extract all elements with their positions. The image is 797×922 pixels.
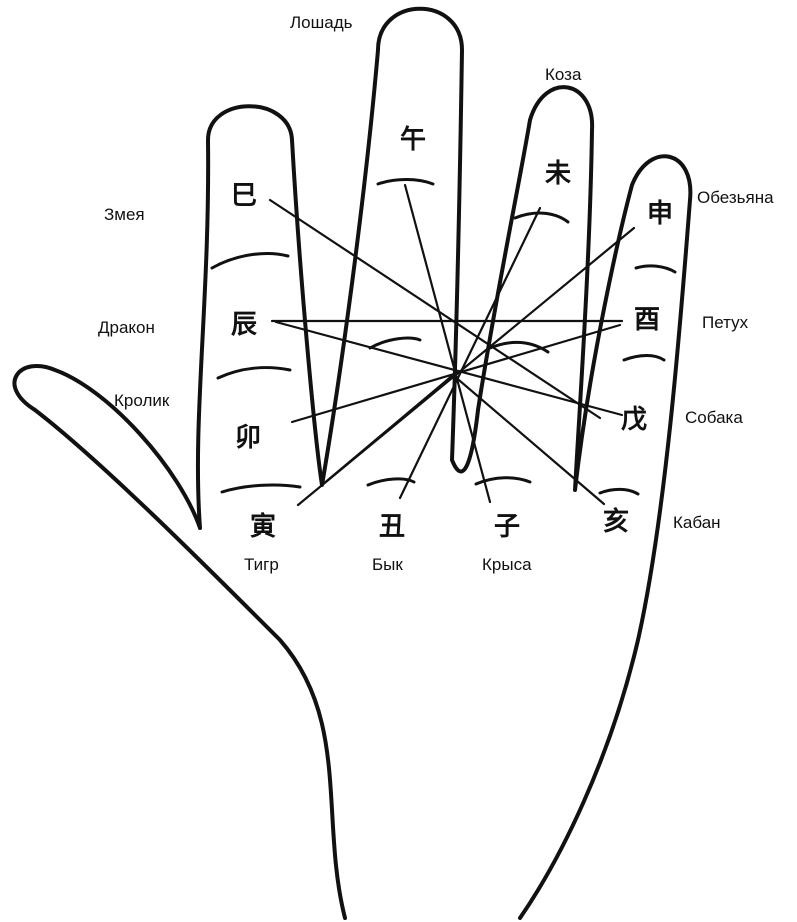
label-dragon: Дракон	[98, 318, 155, 337]
label-snake: Змея	[104, 205, 145, 224]
label-ox: Бык	[372, 555, 403, 574]
hanzi-ox: 丑	[379, 512, 405, 542]
hanzi-boar: 亥	[603, 506, 629, 537]
label-horse: Лошадь	[290, 13, 353, 32]
label-boar: Кабан	[673, 513, 721, 532]
hanzi-rabbit: 卯	[235, 423, 261, 453]
hanzi-dragon: 辰	[231, 310, 257, 340]
label-rooster: Петух	[702, 313, 749, 332]
crease-little-3	[600, 489, 638, 494]
hand-outline	[15, 9, 691, 918]
crease-little-2	[624, 356, 664, 361]
crease-index-3	[222, 485, 300, 492]
hanzi-monkey: 申	[647, 199, 673, 229]
crease-middle-2	[370, 338, 420, 348]
hanzi-rooster: 酉	[634, 305, 660, 335]
crease-ring-1	[515, 213, 568, 222]
crease-middle-1	[378, 180, 433, 185]
line-horse-rat	[405, 185, 490, 502]
line-snake-dog	[270, 200, 600, 418]
hanzi-tiger: 寅	[250, 511, 276, 542]
hanzi-dog: 戊	[621, 405, 647, 435]
label-rabbit: Кролик	[114, 391, 170, 410]
crease-little-1	[636, 266, 675, 272]
hanzi-labels: 午 未 申 酉 戊 亥 子 丑 寅 卯 辰 巳	[231, 124, 673, 542]
label-tiger: Тигр	[244, 555, 279, 574]
line-dragon-dog	[276, 322, 622, 415]
label-goat: Коза	[545, 65, 582, 84]
crease-index-2	[218, 368, 290, 378]
hanzi-goat: 未	[545, 159, 571, 189]
hanzi-rat: 子	[494, 512, 520, 542]
label-dog: Собака	[685, 408, 743, 427]
hanzi-horse: 午	[400, 124, 426, 155]
hanzi-snake: 巳	[231, 181, 257, 211]
label-rat: Крыса	[482, 555, 532, 574]
label-monkey: Обезьяна	[697, 188, 774, 207]
crease-index-1	[212, 253, 288, 268]
